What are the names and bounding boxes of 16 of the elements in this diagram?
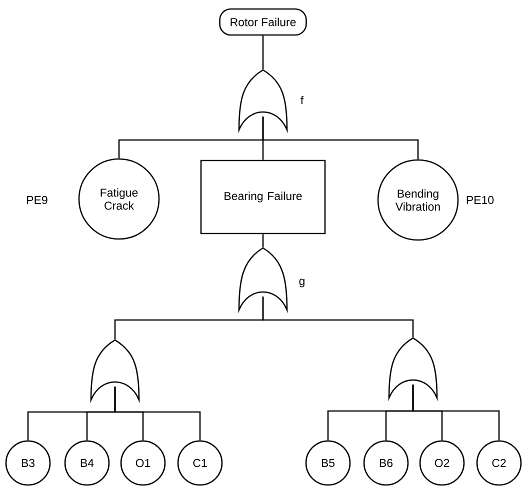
or-gate: [388, 337, 438, 399]
gate-label: f: [300, 96, 304, 104]
connector-line: [262, 296, 414, 338]
connector-line: [262, 36, 264, 70]
connector-line: [262, 234, 264, 248]
event-code: PE9: [27, 196, 48, 204]
event-code: PE10: [466, 196, 494, 204]
connector-line: [412, 384, 500, 440]
gate-label: g: [299, 278, 304, 288]
or-gate: [238, 69, 288, 131]
or-gate: [238, 247, 288, 311]
event-box: Bearing Failure: [200, 160, 326, 234]
connector-line: [114, 386, 201, 440]
top-event-box: Rotor Failure: [219, 8, 307, 36]
connector-line: [262, 116, 419, 160]
or-gate: [90, 339, 140, 401]
